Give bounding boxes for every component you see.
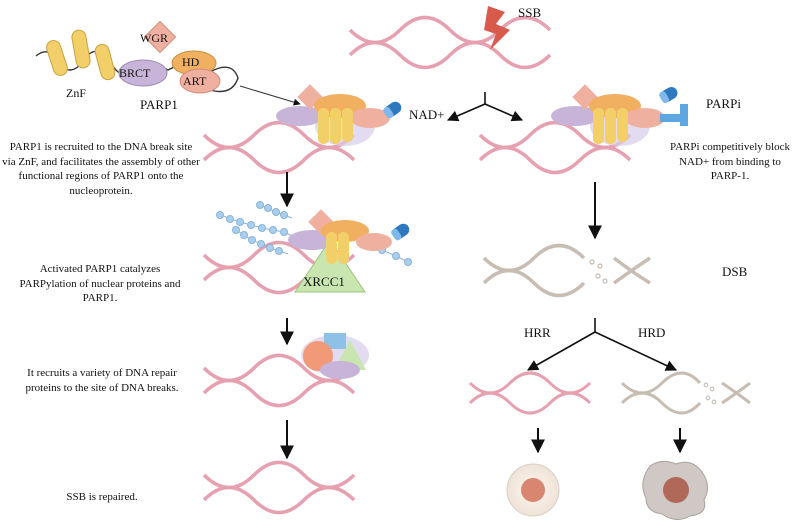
dna-helix-right-1 bbox=[478, 120, 632, 175]
xrcc1-label: XRCC1 bbox=[303, 274, 345, 289]
dna-helix-top-ssb bbox=[348, 15, 552, 70]
flow-arrows bbox=[280, 172, 687, 460]
hrd-label: HRD bbox=[638, 325, 666, 340]
hd-label: HD bbox=[182, 55, 200, 69]
nad-label: NAD+ bbox=[409, 107, 445, 122]
dsb-label: DSB bbox=[722, 264, 748, 279]
wgr-label: WGR bbox=[140, 31, 168, 45]
wgr-domain bbox=[143, 20, 177, 54]
step-2-text: Activated PARP1 catalyzes PARPylation of… bbox=[19, 263, 181, 304]
dna-helix-left-1b bbox=[202, 145, 356, 175]
parp1-complex-parpi bbox=[551, 84, 688, 146]
ssb-label: SSB bbox=[518, 5, 542, 20]
dna-helix-left-3b bbox=[202, 378, 356, 408]
brct-label: BRCT bbox=[119, 66, 151, 80]
parp1-complex-parylation bbox=[216, 201, 412, 293]
hrd-fragments bbox=[703, 382, 717, 405]
xrcc1-protein bbox=[294, 239, 366, 293]
step-1-text: PARP1 is recruited to the DNA break site… bbox=[2, 141, 200, 197]
step-3-text: It recruits a variety of DNA repair prot… bbox=[25, 367, 179, 394]
repair-protein-complex bbox=[301, 333, 369, 379]
parpi-note-text: PARPi competitively block NAD+ from bind… bbox=[670, 141, 790, 182]
znf-domain-1 bbox=[46, 40, 68, 76]
parp1-domain-structure bbox=[35, 20, 239, 94]
dsb-fragments bbox=[589, 259, 608, 284]
znf-label: ZnF bbox=[66, 86, 87, 100]
brct-domain bbox=[118, 59, 168, 87]
hrr-label: HRR bbox=[524, 325, 551, 340]
parpi-label: PARPi bbox=[706, 96, 741, 111]
dna-hrr bbox=[468, 371, 592, 415]
znf-domain-3 bbox=[94, 43, 116, 81]
dna-helix-left-4 bbox=[202, 460, 356, 490]
parp1-arrow bbox=[239, 85, 301, 106]
dna-dsb bbox=[482, 243, 651, 298]
parp1-complex-step1 bbox=[276, 84, 402, 146]
nad-molecule-icon bbox=[383, 101, 402, 119]
dna-helix-group-left bbox=[202, 120, 356, 515]
dna-helix-left-4b bbox=[202, 485, 356, 515]
dying-cell bbox=[642, 460, 708, 520]
parpi-inhibitor-icon bbox=[660, 104, 688, 126]
dna-hrd bbox=[620, 371, 751, 415]
art-domain bbox=[179, 68, 221, 94]
ssb-lightning-icon bbox=[484, 6, 510, 50]
znf-domain-2 bbox=[71, 29, 91, 69]
parp1-label: PARP1 bbox=[140, 97, 178, 112]
branch-arrow-hr bbox=[527, 318, 678, 371]
branch-arrow-nad bbox=[446, 92, 524, 122]
art-label: ART bbox=[183, 74, 207, 88]
step-4-text: SSB is repaired. bbox=[66, 491, 138, 503]
healthy-cell bbox=[506, 463, 560, 517]
